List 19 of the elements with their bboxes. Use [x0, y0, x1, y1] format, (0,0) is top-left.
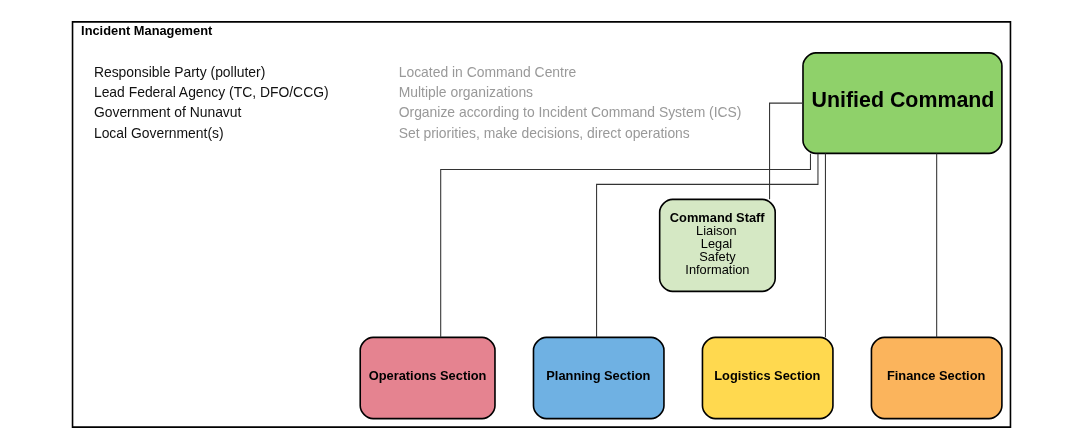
- label: Responsible Party (polluter): [93, 63, 265, 80]
- label: Multiple organizations: [398, 83, 533, 100]
- connector: [595, 152, 818, 337]
- node-box: Command Staff Liaison Legal Safety Information: [658, 198, 776, 292]
- node-box: Unified Command: [801, 51, 1003, 154]
- connector: [824, 152, 826, 338]
- connector: [768, 102, 803, 200]
- node-box: Planning Section: [532, 336, 665, 419]
- node-box: Logistics Section: [701, 336, 834, 419]
- connector: [935, 152, 937, 338]
- label: Lead Federal Agency (TC, DFO/CCG): [93, 83, 329, 100]
- label: Local Government(s): [93, 124, 224, 141]
- label: Located in Command Centre: [398, 63, 576, 80]
- node-box: Operations Section: [358, 336, 496, 419]
- label: Set priorities, make decisions, direct operations: [398, 124, 690, 141]
- label: Government of Nunavut: [93, 103, 241, 120]
- node-box: Finance Section: [870, 336, 1003, 419]
- label: Organize according to Incident Command System (ICS): [398, 103, 742, 120]
- connector: [439, 152, 811, 338]
